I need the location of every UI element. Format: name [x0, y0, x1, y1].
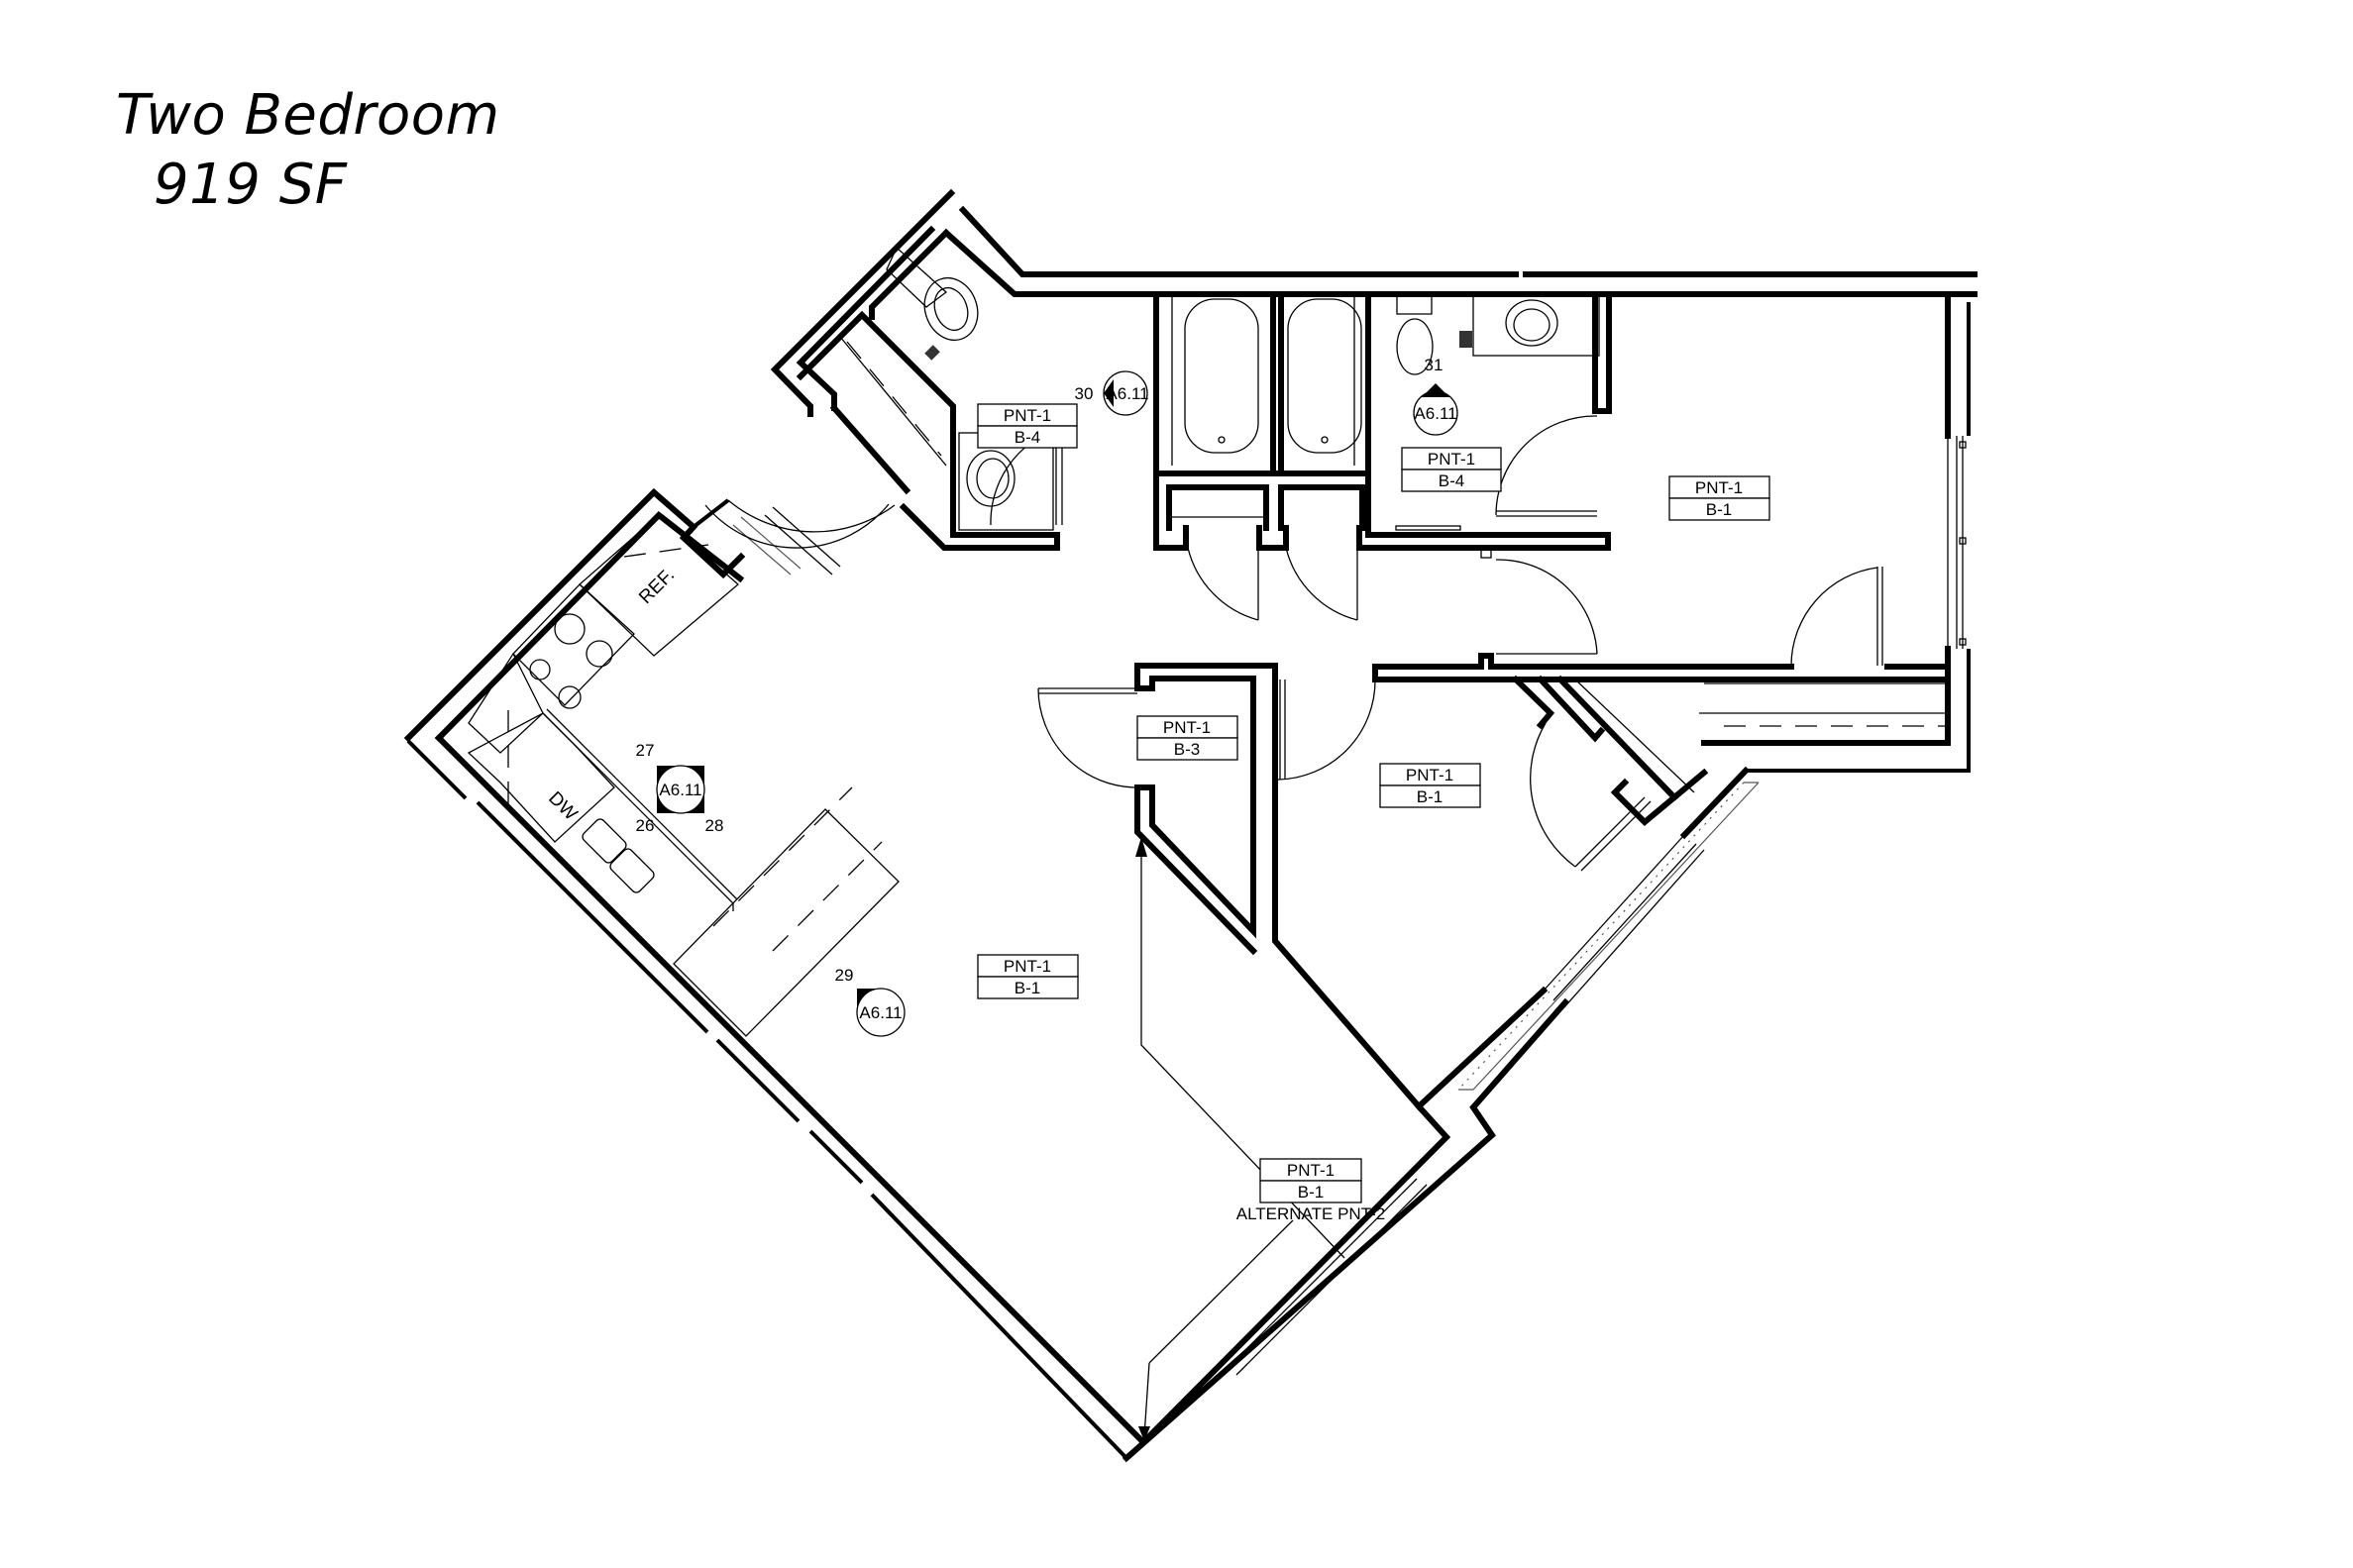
elevation-marker-living: A6.11 29 [835, 966, 906, 1037]
svg-text:31: 31 [1425, 356, 1444, 374]
svg-text:B-1: B-1 [1706, 500, 1732, 519]
finish-tag-living: PNT-1 B-1 [977, 954, 1079, 999]
svg-text:27: 27 [636, 741, 655, 760]
svg-text:B-1: B-1 [1015, 979, 1040, 997]
svg-text:A6.11: A6.11 [1106, 384, 1148, 403]
plan-title-block: Two Bedroom 919 SF [116, 81, 500, 220]
elevation-markers: A6.11 30 A6.11 31 A6.11 27 26 28 A6.11 2… [636, 356, 1458, 1037]
bath-1 [704, 228, 1063, 575]
elevation-marker-kitchen: A6.11 27 26 28 [636, 741, 724, 835]
svg-text:B-4: B-4 [1015, 428, 1040, 447]
finish-tags: PNT-1 B-4 PNT-1 B-4 PNT-1 B-1 PNT-1 B-3 … [977, 403, 1770, 1223]
finish-tag-bedroom2: PNT-1 B-1 [1379, 763, 1481, 808]
unit-area: 919 SF [154, 153, 348, 217]
exterior-hatching [1457, 782, 1760, 1091]
finish-tag-living-wall: PNT-1 B-1 ALTERNATE PNT-2 [1236, 1158, 1386, 1223]
hall-closet [1037, 663, 1424, 1441]
alternate-paint-note: ALTERNATE PNT-2 [1236, 1204, 1386, 1223]
svg-text:PNT-1: PNT-1 [1428, 450, 1475, 469]
finish-tag-bedroom1: PNT-1 B-1 [1668, 475, 1770, 521]
svg-text:B-1: B-1 [1417, 787, 1443, 806]
svg-text:A6.11: A6.11 [859, 1003, 902, 1022]
svg-text:PNT-1: PNT-1 [1163, 718, 1211, 737]
svg-text:26: 26 [636, 816, 655, 835]
unit-type-title: Two Bedroom [116, 83, 500, 148]
svg-text:PNT-1: PNT-1 [1004, 957, 1051, 976]
svg-text:28: 28 [705, 816, 724, 835]
elevation-marker-bath2: A6.11 31 [1413, 356, 1458, 436]
finish-tag-bath2: PNT-1 B-4 [1401, 447, 1502, 492]
svg-text:PNT-1: PNT-1 [1004, 406, 1051, 425]
bath-2 [1365, 291, 1612, 538]
refrigerator-label: REF. [635, 565, 679, 608]
finish-tag-bath1: PNT-1 B-4 [977, 403, 1078, 449]
svg-text:PNT-1: PNT-1 [1287, 1161, 1335, 1180]
svg-text:A6.11: A6.11 [1414, 404, 1456, 423]
bath-tubs [1153, 291, 1611, 621]
bedroom-1 [1372, 547, 1951, 682]
svg-text:B-4: B-4 [1439, 471, 1464, 490]
finish-tag-closet: PNT-1 B-3 [1136, 715, 1238, 761]
svg-text:29: 29 [835, 966, 854, 985]
svg-text:30: 30 [1075, 384, 1094, 403]
svg-text:PNT-1: PNT-1 [1695, 478, 1743, 497]
dishwasher-label: DW [544, 787, 581, 824]
svg-text:PNT-1: PNT-1 [1406, 766, 1453, 784]
elevation-marker-bath1: A6.11 30 [1075, 370, 1149, 416]
entry-door [727, 499, 896, 575]
svg-text:A6.11: A6.11 [659, 781, 701, 799]
bedroom-2-closet [1511, 675, 1948, 872]
kitchen [467, 514, 900, 1037]
svg-text:B-1: B-1 [1298, 1183, 1324, 1202]
svg-text:B-3: B-3 [1174, 740, 1200, 759]
